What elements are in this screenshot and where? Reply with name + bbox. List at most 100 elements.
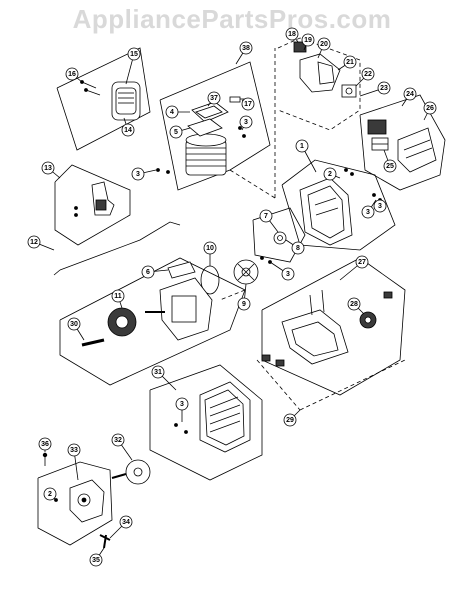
callout-circle [203, 241, 217, 255]
callout-label: 14 [124, 127, 132, 134]
callout-c24: 24 [401, 87, 417, 107]
small-pads [261, 291, 393, 367]
callout-c37: 37 [207, 91, 221, 107]
callout-circle [131, 167, 145, 181]
callout-circle [343, 55, 357, 69]
callout-circle [169, 125, 183, 139]
group-panel-24 [359, 94, 446, 191]
callout-label: 36 [41, 441, 49, 448]
callout-label: 33 [70, 447, 78, 454]
callout-label: 2 [328, 171, 332, 178]
callout-label: 27 [358, 259, 366, 266]
dashed-leaders [219, 48, 406, 411]
callout-c20: 20 [317, 37, 331, 59]
callout-circle [377, 81, 391, 95]
callout-circle [347, 297, 361, 311]
screw-36 [42, 452, 48, 466]
callout-c7: 7 [259, 209, 279, 233]
primer-bulb-28 [359, 311, 377, 329]
callout-label: 3 [286, 271, 290, 278]
callout-c30: 30 [67, 317, 85, 341]
callout-circle [27, 235, 41, 249]
callout-label: 3 [366, 209, 370, 216]
callout-circle [239, 115, 253, 129]
callout-c21: 21 [337, 55, 357, 71]
callout-label: 17 [244, 101, 252, 108]
callout-c6: 6 [141, 265, 169, 279]
screws-16 [80, 80, 101, 96]
group-panel-31 [149, 364, 263, 481]
callout-label: 8 [296, 245, 300, 252]
group-panel-18-20 [277, 37, 361, 131]
callout-c13: 13 [41, 161, 61, 179]
callout-label: 10 [206, 245, 214, 252]
callout-label: 26 [426, 105, 434, 112]
callout-circle [355, 255, 369, 269]
callout-label: 30 [70, 321, 78, 328]
recoil-starter [199, 381, 251, 453]
callout-label: 1 [300, 143, 304, 150]
callout-circle [301, 33, 315, 47]
callout-c10: 10 [203, 241, 217, 266]
callout-label: 29 [286, 417, 294, 424]
callout-c3a: 3 [239, 115, 253, 131]
callout-label: 3 [136, 171, 140, 178]
callout-c25: 25 [383, 149, 397, 173]
callout-c35: 35 [89, 547, 105, 567]
callout-c31: 31 [151, 365, 177, 391]
callout-c33: 33 [67, 443, 81, 481]
callout-c38: 38 [235, 41, 253, 65]
callout-label: 3 [244, 119, 248, 126]
callout-c3d: 3 [269, 261, 295, 281]
callout-circle [175, 397, 189, 411]
callout-circle [361, 67, 375, 81]
callout-c28: 28 [347, 297, 365, 315]
callout-c26: 26 [423, 101, 437, 121]
callout-circle [151, 365, 165, 379]
callout-c19: 19 [301, 33, 315, 51]
callout-circle [317, 37, 331, 51]
callout-c34: 34 [109, 515, 133, 539]
callout-c17: 17 [241, 97, 255, 111]
callout-c3c: 3 [361, 199, 377, 219]
callout-circle [423, 101, 437, 115]
carburetor-22 [341, 84, 357, 98]
callout-label: 13 [44, 165, 52, 172]
callout-c2a: 2 [323, 167, 341, 181]
callout-circle [111, 289, 125, 303]
bottom-mount [281, 289, 349, 365]
callout-c12: 12 [27, 235, 55, 251]
callout-circle [383, 159, 397, 173]
callout-c8: 8 [285, 239, 305, 255]
callout-c32: 32 [111, 433, 133, 461]
callout-circle [403, 87, 417, 101]
callout-label: 16 [68, 71, 76, 78]
callout-circle [295, 139, 309, 153]
starter-housing-33 [69, 479, 105, 523]
callout-label: 25 [386, 163, 394, 170]
callout-circle [165, 105, 179, 119]
callout-circle [285, 27, 299, 41]
callout-circle [283, 413, 297, 427]
engine-housing [299, 177, 353, 246]
callout-label: 11 [114, 293, 122, 300]
callout-c3f: 3 [373, 199, 387, 213]
callout-c14: 14 [121, 117, 135, 137]
callout-label: 18 [288, 31, 296, 38]
callout-circle [259, 209, 273, 223]
callout-circle [43, 487, 57, 501]
callout-c3e: 3 [175, 397, 189, 422]
callout-label: 19 [304, 37, 312, 44]
callout-label: 7 [264, 213, 268, 220]
muffler-37 [191, 101, 229, 123]
callout-circle [67, 443, 81, 457]
pulley-32 [111, 459, 151, 485]
watermark: AppliancePartsPros.com [72, 4, 392, 34]
callout-label: 23 [380, 85, 388, 92]
callout-c22: 22 [355, 67, 375, 87]
callout-c2b: 2 [43, 487, 57, 501]
callout-circle [141, 265, 155, 279]
callout-c36: 36 [38, 437, 52, 452]
